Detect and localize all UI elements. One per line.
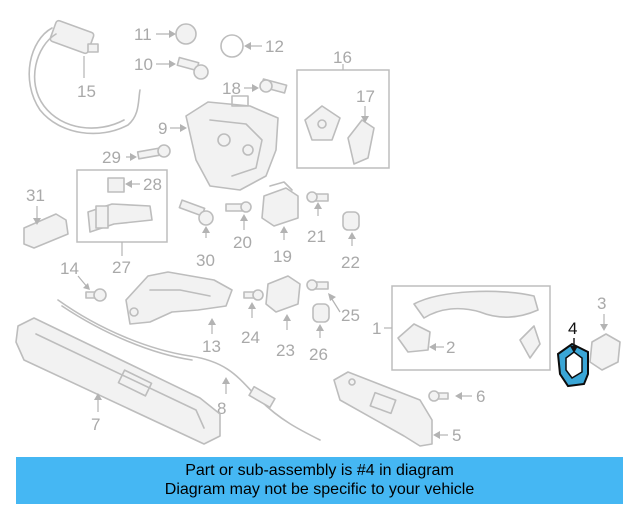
part-21-screw	[306, 191, 329, 203]
part-27-assembly	[87, 177, 153, 233]
callout-28: 28	[143, 175, 162, 194]
callout-16: 16	[333, 48, 352, 67]
callout-17: 17	[356, 87, 375, 106]
part-19-striker	[261, 181, 299, 227]
part-18-bolt	[259, 78, 288, 94]
part-23-striker	[265, 275, 301, 313]
callout-2: 2	[446, 338, 455, 357]
callout-5: 5	[452, 426, 461, 445]
parts-diagram: 15 11 12 10 18 16 17 9	[15, 19, 621, 447]
part-6-screw	[428, 390, 449, 402]
part-17-pad	[347, 119, 375, 165]
callout-27: 27	[112, 258, 131, 277]
callout-23: 23	[276, 341, 295, 360]
part-11-plug	[175, 23, 197, 45]
info-banner: Part or sub-assembly is #4 in diagram Di…	[16, 457, 623, 504]
callout-4: 4	[568, 319, 577, 338]
part-29-screw	[136, 144, 171, 160]
part-16-bracket	[304, 105, 341, 141]
banner-line-1: Part or sub-assembly is #4 in diagram	[185, 462, 454, 479]
callout-18: 18	[222, 79, 241, 98]
callout-10: 10	[134, 55, 153, 74]
callout-15: 15	[77, 82, 96, 101]
part-24-screw	[243, 289, 264, 301]
part-12-cap	[220, 34, 244, 58]
callout-7: 7	[91, 415, 100, 434]
callout-24: 24	[241, 328, 260, 347]
callout-1: 1	[372, 319, 381, 338]
callout-20: 20	[233, 233, 252, 252]
part-7-bezel	[15, 317, 221, 445]
callout-26: 26	[309, 345, 328, 364]
part-9-latch	[185, 95, 279, 191]
part-31-actuator	[23, 213, 69, 249]
callout-6: 6	[476, 387, 485, 406]
part-15-cable	[28, 19, 141, 135]
callout-25: 25	[341, 306, 360, 325]
callout-22: 22	[341, 253, 360, 272]
banner-line-2: Diagram may not be specific to your vehi…	[164, 481, 475, 498]
part-25-screw	[306, 279, 329, 291]
part-3-cap	[589, 333, 621, 371]
callout-14: 14	[60, 259, 79, 278]
callout-12: 12	[265, 37, 284, 56]
callout-31: 31	[26, 186, 45, 205]
callout-30: 30	[196, 251, 215, 270]
part-5-bracket	[333, 371, 433, 447]
part-2-gasket	[397, 323, 431, 353]
callout-13: 13	[202, 337, 221, 356]
part-30-bolt	[178, 199, 214, 226]
part-8-cable	[57, 299, 321, 441]
part-20-screw	[225, 201, 252, 213]
callout-3: 3	[597, 294, 606, 313]
part-14-screw	[85, 288, 107, 302]
callout-21: 21	[307, 227, 326, 246]
part-26-cap	[312, 303, 330, 323]
callout-9: 9	[158, 119, 167, 138]
part-1-handle	[413, 290, 541, 359]
callout-19: 19	[273, 247, 292, 266]
callout-11: 11	[134, 25, 152, 44]
callout-29: 29	[102, 148, 121, 167]
part-13-bracket	[125, 271, 233, 325]
callout-8: 8	[217, 399, 226, 418]
part-22-cap	[342, 211, 360, 231]
part-10-bolt	[176, 56, 209, 80]
